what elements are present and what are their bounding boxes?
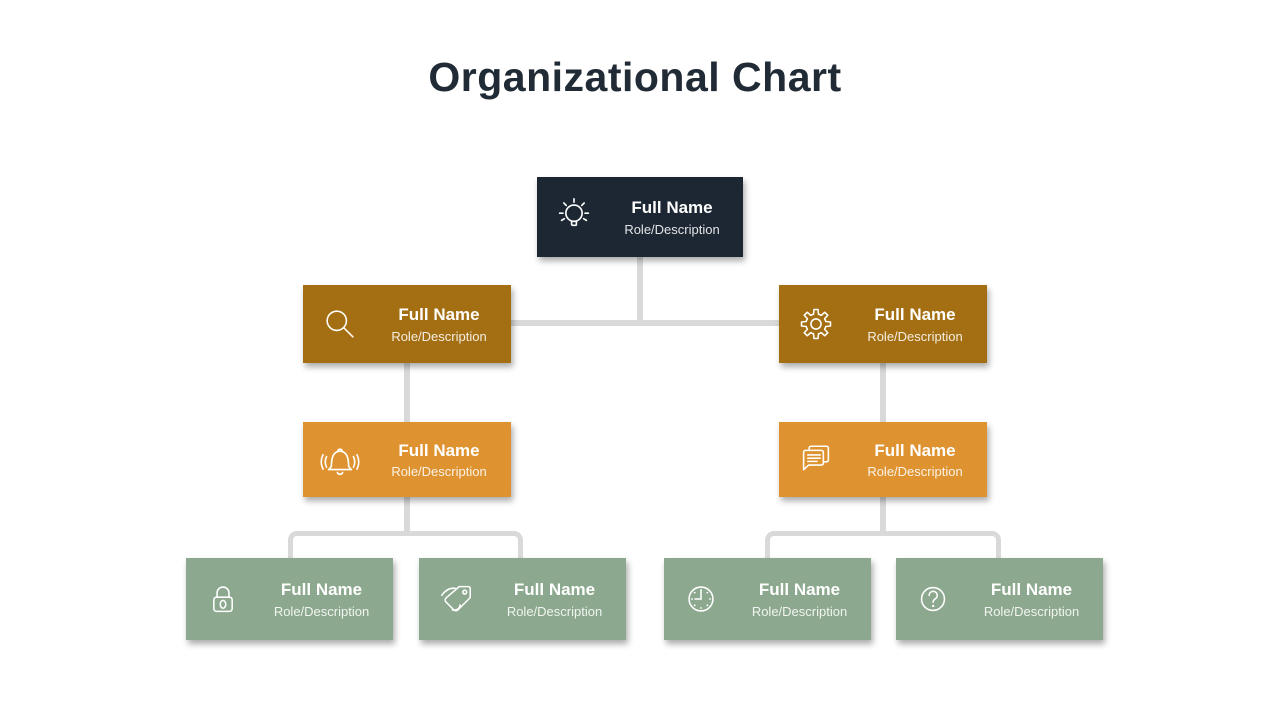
page-title: Organizational Chart <box>428 54 842 100</box>
connector-right-level3-stem <box>880 495 886 533</box>
org-node-level2-right: Full Name Role/Description <box>779 285 987 363</box>
connector-left-level3-stem <box>404 495 410 533</box>
connector-right-branch-stem <box>880 361 886 424</box>
node-name: Full Name <box>874 440 956 460</box>
lock-icon <box>186 577 260 621</box>
connector-root-stem <box>637 255 643 325</box>
node-role: Role/Description <box>751 603 848 619</box>
org-node-level4-1: Full Name Role/Description <box>186 558 393 640</box>
node-name: Full Name <box>398 440 480 460</box>
node-role: Role/Description <box>391 328 487 344</box>
org-node-level3-right: Full Name Role/Description <box>779 422 987 497</box>
org-node-root: Full Name Role/Description <box>537 177 743 257</box>
node-name: Full Name <box>280 580 363 600</box>
node-role: Role/Description <box>391 464 487 480</box>
question-icon <box>896 577 970 621</box>
node-name: Full Name <box>874 305 956 325</box>
org-node-level2-left: Full Name Role/Description <box>303 285 511 363</box>
node-name: Full Name <box>513 580 596 600</box>
node-role: Role/Description <box>506 603 603 619</box>
node-role: Role/Description <box>624 221 720 237</box>
node-name: Full Name <box>758 580 841 600</box>
node-name: Full Name <box>398 305 480 325</box>
org-node-level3-left: Full Name Role/Description <box>303 422 511 497</box>
org-node-level4-4: Full Name Role/Description <box>896 558 1103 640</box>
connector-level2-bar <box>510 320 782 326</box>
node-role: Role/Description <box>867 464 963 480</box>
node-name: Full Name <box>631 198 713 218</box>
lightbulb-icon <box>537 194 611 240</box>
tag-icon <box>419 577 493 621</box>
clock-icon <box>664 577 738 621</box>
connector-left-branch-stem <box>404 361 410 424</box>
gear-icon <box>779 302 853 346</box>
org-node-level4-2: Full Name Role/Description <box>419 558 626 640</box>
search-icon <box>303 302 377 346</box>
connector-left-bracket <box>288 531 523 559</box>
bell-icon <box>303 437 377 483</box>
node-role: Role/Description <box>867 328 963 344</box>
chat-icon <box>779 438 853 482</box>
node-name: Full Name <box>990 580 1073 600</box>
node-role: Role/Description <box>273 603 370 619</box>
connector-right-bracket <box>765 531 1001 559</box>
node-role: Role/Description <box>983 603 1080 619</box>
org-node-level4-3: Full Name Role/Description <box>664 558 871 640</box>
